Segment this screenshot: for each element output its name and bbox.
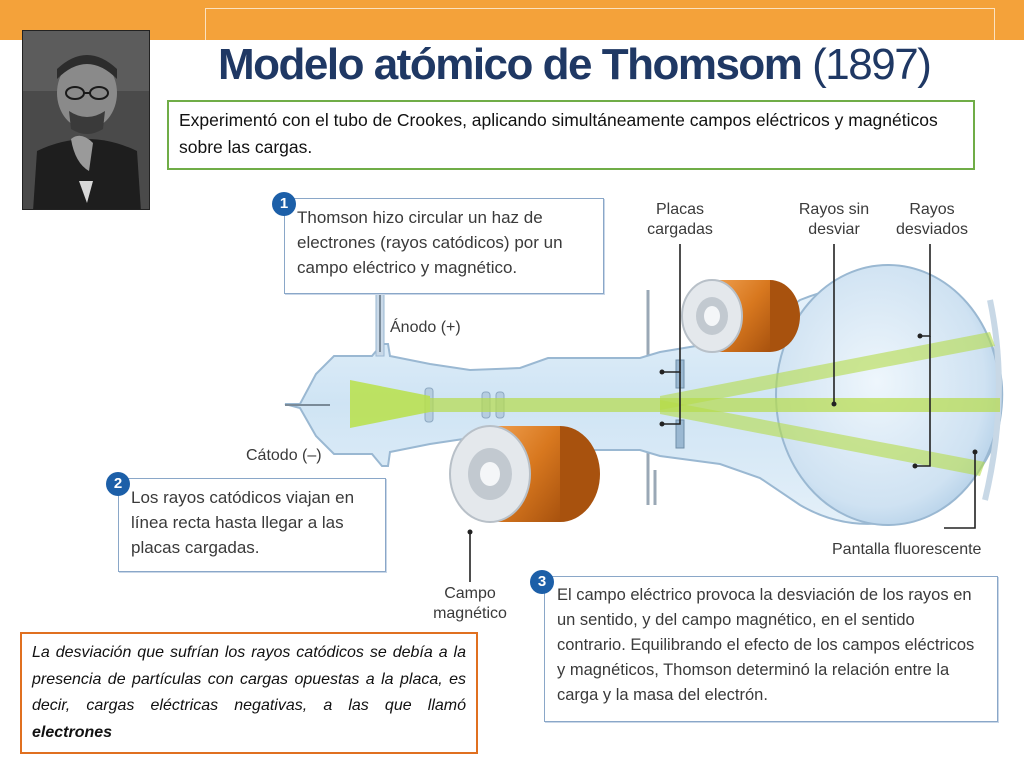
label-placas: Placas cargadas bbox=[647, 201, 713, 238]
label-catodo: Cátodo (–) bbox=[246, 447, 322, 464]
conclusion-keyword: electrones bbox=[32, 723, 113, 741]
beam-undeflected bbox=[430, 398, 1000, 412]
label-rayos-sin-desviar: Rayos sin desviar bbox=[798, 201, 870, 238]
label-rayos-desviados: Rayos desviados bbox=[895, 201, 969, 238]
step-3-text: El campo eléctrico provoca la desviación… bbox=[557, 586, 975, 704]
step-3-box: El campo eléctrico provoca la desviación… bbox=[544, 576, 998, 722]
title-year: (1897) bbox=[812, 40, 932, 89]
step-3-badge: 3 bbox=[530, 570, 554, 594]
label-pantalla: Pantalla fluorescente bbox=[832, 541, 982, 558]
step-2-text: Los rayos catódicos viajan en línea rect… bbox=[131, 488, 355, 557]
header-bar bbox=[0, 0, 1024, 40]
beam-deflected-down bbox=[660, 400, 985, 476]
header-frame bbox=[205, 8, 995, 40]
beam-deflected-up bbox=[660, 332, 995, 410]
step-1-text: Thomson hizo circular un haz de electron… bbox=[297, 208, 563, 277]
step-1-badge: 1 bbox=[272, 192, 296, 216]
step-2-badge: 2 bbox=[106, 472, 130, 496]
page-title: Modelo atómico de Thomsom (1897) bbox=[218, 40, 1008, 98]
title-main: Modelo atómico de Thomsom bbox=[218, 40, 803, 89]
magnetic-coil-back bbox=[681, 279, 800, 353]
intro-box: Experimentó con el tubo de Crookes, apli… bbox=[167, 100, 975, 170]
label-campo: Campo magnético bbox=[433, 585, 507, 622]
conclusion-text: La desviación que sufrían los rayos cató… bbox=[32, 644, 466, 714]
intro-text: Experimentó con el tubo de Crookes, apli… bbox=[179, 110, 938, 157]
label-anodo: Ánodo (+) bbox=[390, 319, 461, 336]
thomson-portrait bbox=[22, 30, 150, 210]
crookes-tube-diagram bbox=[284, 244, 1004, 582]
magnetic-coil-front bbox=[449, 425, 600, 523]
step-1-box: Thomson hizo circular un haz de electron… bbox=[284, 198, 604, 294]
conclusion-box: La desviación que sufrían los rayos cató… bbox=[20, 632, 478, 754]
step-2-box: Los rayos catódicos viajan en línea rect… bbox=[118, 478, 386, 572]
